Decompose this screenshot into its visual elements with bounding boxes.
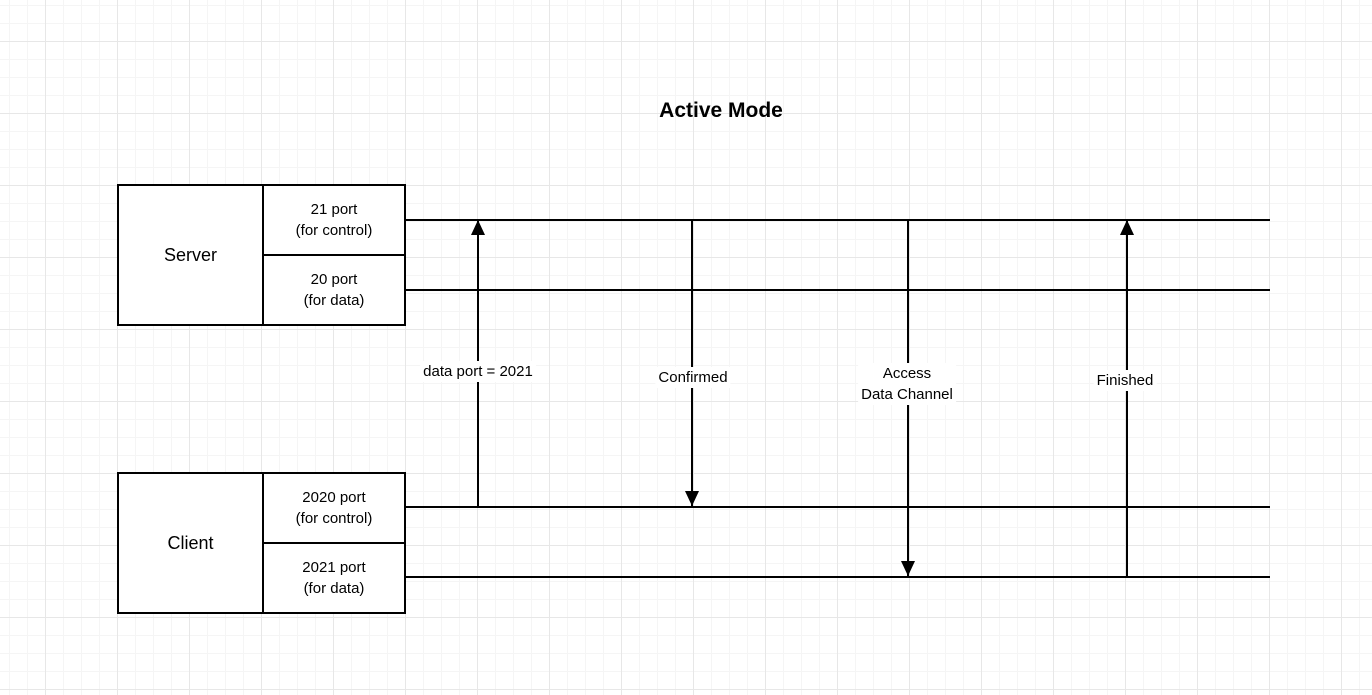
diagram-title: Active Mode	[659, 99, 783, 122]
client-data-channel-line	[404, 576, 1270, 578]
client-port-cells: 2020 port (for control) 2021 port (for d…	[264, 474, 404, 612]
message-label-access-data-channel: Access Data Channel	[858, 363, 956, 405]
server-port-data: 20 port (for data)	[264, 256, 404, 324]
client-port-control-role: (for control)	[295, 510, 373, 527]
server-box: Server 21 port (for control) 20 port (fo…	[117, 184, 406, 326]
server-data-channel-line	[404, 289, 1270, 291]
client-port-data: 2021 port (for data)	[264, 544, 404, 612]
client-label: Client	[119, 474, 264, 612]
arrow-confirmed-line	[691, 221, 693, 506]
server-port-cells: 21 port (for control) 20 port (for data)	[264, 186, 404, 324]
client-port-data-number: 2021 port	[302, 559, 366, 576]
arrowhead-down-icon	[685, 491, 699, 506]
arrow-finished-line	[1126, 221, 1128, 576]
server-label: Server	[119, 186, 264, 324]
arrowhead-up-icon	[1120, 220, 1134, 235]
server-port-data-number: 20 port	[310, 271, 358, 288]
message-label-data-port: data port = 2021	[420, 361, 536, 382]
arrowhead-down-icon	[901, 561, 915, 576]
server-port-control-role: (for control)	[295, 222, 373, 239]
client-port-control: 2020 port (for control)	[264, 474, 404, 544]
message-label-confirmed: Confirmed	[655, 367, 731, 388]
client-control-channel-line	[404, 506, 1270, 508]
client-box: Client 2020 port (for control) 2021 port…	[117, 472, 406, 614]
client-port-data-role: (for data)	[303, 580, 365, 597]
arrowhead-up-icon	[471, 220, 485, 235]
client-port-control-number: 2020 port	[302, 489, 366, 506]
server-port-control-number: 21 port	[310, 201, 358, 218]
server-port-control: 21 port (for control)	[264, 186, 404, 256]
server-port-data-role: (for data)	[303, 292, 365, 309]
message-label-finished: Finished	[1093, 370, 1157, 391]
server-control-channel-line	[404, 219, 1270, 221]
